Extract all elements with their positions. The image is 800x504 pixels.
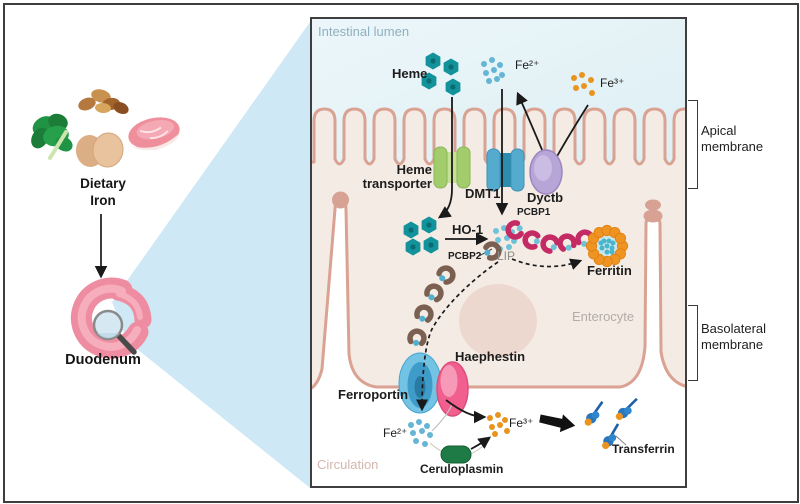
basolateral-membrane-bracket [688,305,698,381]
ceruloplasmin-to-fe3-arrow [470,436,492,450]
transferrin-label-tick [615,435,627,446]
pcbp2-label: PCBP2 [448,251,482,262]
tight-junction-left [332,191,349,209]
dietary-iron-label: Dietary Iron [80,176,126,208]
dyctb-enzyme [529,149,563,195]
transferrin-label: Transferrin [612,442,675,456]
enterocyte-panel: Intestinal lumen Heme Fe²⁺ Fe³⁺ Heme tra… [310,17,687,488]
eggs-icon [75,132,124,168]
pcbp1-label: PCBP1 [517,207,551,218]
leafy-greens-icon [31,113,73,160]
basolateral-membrane-label: Basolateral membrane [701,321,767,353]
heme-transporter-label: Heme transporter [362,162,432,192]
enterocyte-art [312,19,685,464]
fe2-dots-lumen [481,57,505,84]
duodenum-label: Duodenum [65,352,141,368]
tight-junction-right-lower [643,209,663,223]
apical-membrane-bracket [688,100,698,189]
meat-icon [128,117,180,151]
enterocyte-label: Enterocyte [572,309,635,324]
fe2-circulation-label: Fe²⁺ [383,426,408,440]
circulation-label: Circulation [317,457,379,472]
ferritin-complex [585,224,629,268]
lip-to-ferroportin-arrow [416,261,499,412]
fe3-dots-circulation [487,412,510,437]
lip-label: LIP [497,249,516,263]
fe2-haephestin-curve [431,403,453,432]
heme-transporter-channel [433,146,471,189]
fe2-lumen-label: Fe²⁺ [515,58,540,72]
duodenum-icon [70,277,152,359]
fe3-circulation-label: Fe³⁺ [509,416,534,430]
ceruloplasmin-label: Ceruloplasmin [420,462,504,476]
dmt1-channel [486,148,525,192]
haephestin-enzyme [436,361,469,417]
haephestin-label: Haephestin [455,349,526,364]
apical-membrane-label: Apical membrane [701,123,764,155]
nucleus [459,284,537,358]
tight-junction-right-upper [645,199,661,211]
intestinal-lumen-label: Intestinal lumen [318,24,410,39]
zoom-beam [112,22,310,488]
nuts-icon [78,89,129,115]
heme-label: Heme [392,66,428,81]
ho1-label: HO-1 [452,222,484,237]
heme-uptake-arrow [437,97,453,219]
ferroportin-channel [398,352,442,414]
ferritin-label: Ferritin [587,263,632,278]
magnifier-icon [92,309,137,355]
dyctb-label: Dyctb [527,190,564,205]
ferroportin-label: Ferroportin [338,387,409,402]
fe3-dots-lumen [571,72,595,96]
fe2-dots-circulation [408,419,433,447]
haephestin-to-fe3-arrow [445,399,487,424]
fe3-to-transferrin-arrow [539,414,576,433]
dmt1-label: DMT1 [465,186,501,201]
ceruloplasmin-enzyme [440,445,472,464]
fe3-lumen-label: Fe³⁺ [600,76,625,90]
